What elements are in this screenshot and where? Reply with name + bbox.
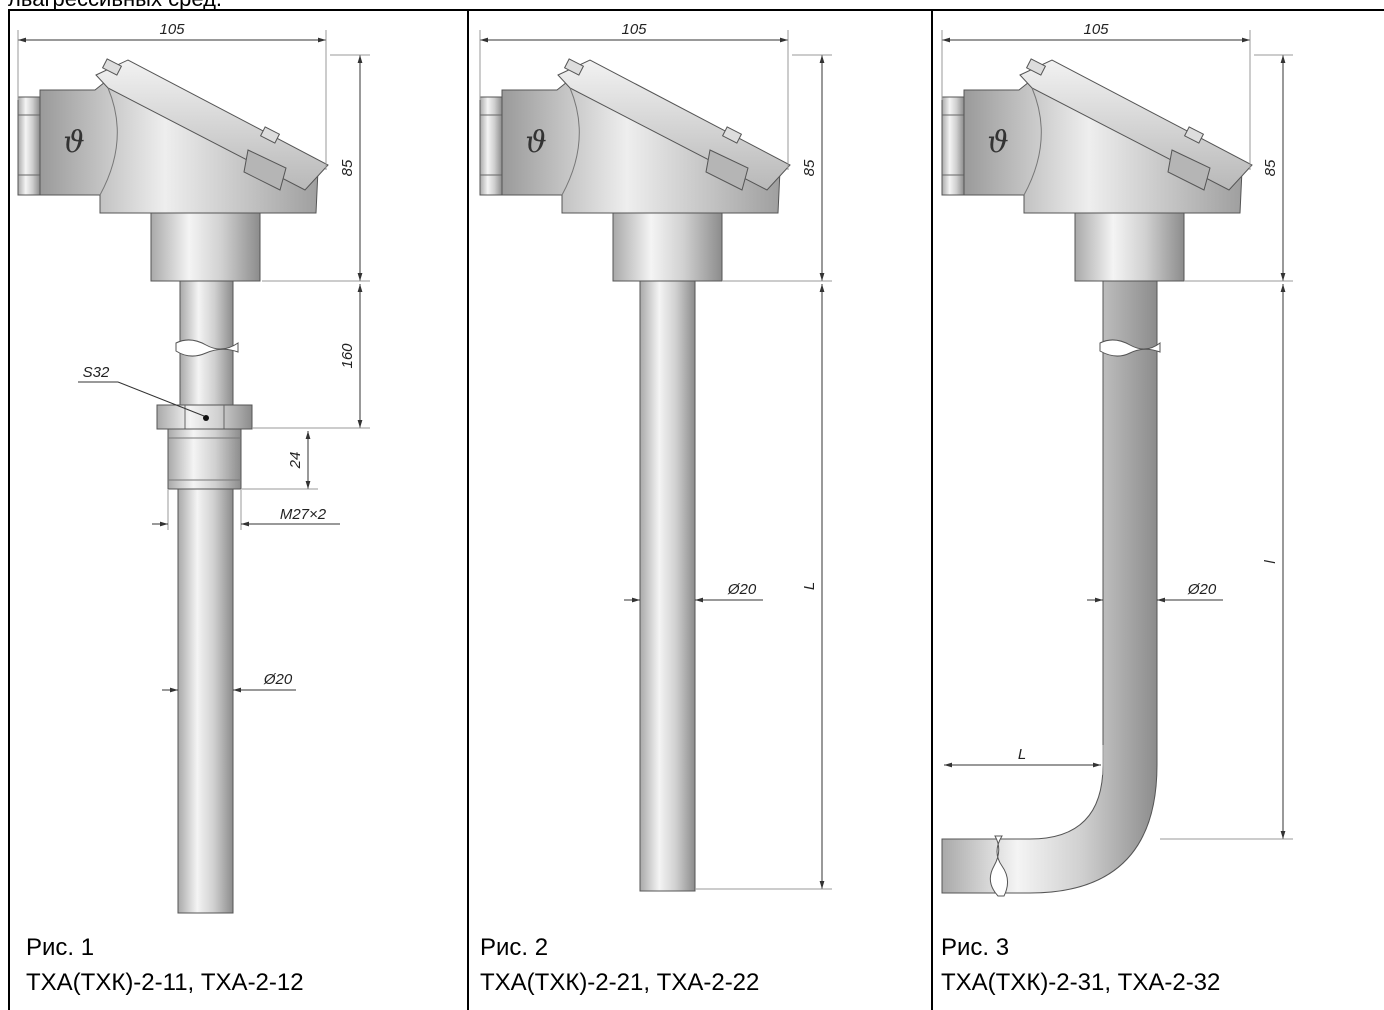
- terminal-head-1: [17, 58, 329, 282]
- terminal-head-2: [479, 58, 791, 282]
- figure-1: 105 85 160 24 S32 M27×2 Ø20: [17, 21, 370, 914]
- probe-tube-2: [639, 280, 696, 892]
- dim-width-2: 105: [621, 21, 647, 38]
- figure-2-label: Рис. 2: [480, 934, 549, 961]
- probe-tube-lower-1: [177, 488, 234, 914]
- dim-head-height-2: 85: [801, 159, 818, 176]
- dim-head-height-3: 85: [1262, 159, 1279, 176]
- dim-thread-length-1: 24: [287, 452, 304, 470]
- dim-thread-1: M27×2: [280, 506, 327, 523]
- dim-length-3: l: [1262, 560, 1279, 564]
- figure-2: 105 85 L Ø20: [479, 21, 832, 892]
- dim-hex-1: S32: [83, 364, 110, 381]
- dim-width-1: 105: [159, 21, 185, 38]
- figure-3-label: Рис. 3: [941, 934, 1010, 961]
- figure-3-models: ТХА(ТХК)-2-31, ТХА-2-32: [941, 969, 1221, 996]
- dim-top-length-1: 160: [339, 343, 356, 369]
- dim-diameter-2: Ø20: [727, 581, 757, 598]
- probe-tube-bent-3: [941, 280, 1158, 894]
- figure-1-models: ТХА(ТХК)-2-11, ТХА-2-12: [26, 969, 304, 996]
- dim-head-height-1: 85: [339, 159, 356, 176]
- figure-1-label: Рис. 1: [26, 934, 95, 961]
- terminal-head-3: [941, 58, 1253, 282]
- panel-frame: [8, 9, 1384, 1010]
- break-line-1: [175, 339, 239, 357]
- dim-diameter-3: Ø20: [1187, 581, 1217, 598]
- figure-3: 105 85 l Ø20 L: [941, 21, 1293, 897]
- break-line-3a: [1099, 339, 1161, 357]
- dim-width-3: 105: [1083, 21, 1109, 38]
- dim-length-2: L: [801, 582, 818, 590]
- header-text: льагрессивных сред.: [8, 0, 222, 10]
- break-line-3b: [989, 835, 1008, 897]
- dim-bend-length-3: L: [1018, 746, 1026, 763]
- dim-diameter-1: Ø20: [263, 671, 293, 688]
- figure-2-models: ТХА(ТХК)-2-21, ТХА-2-22: [480, 969, 760, 996]
